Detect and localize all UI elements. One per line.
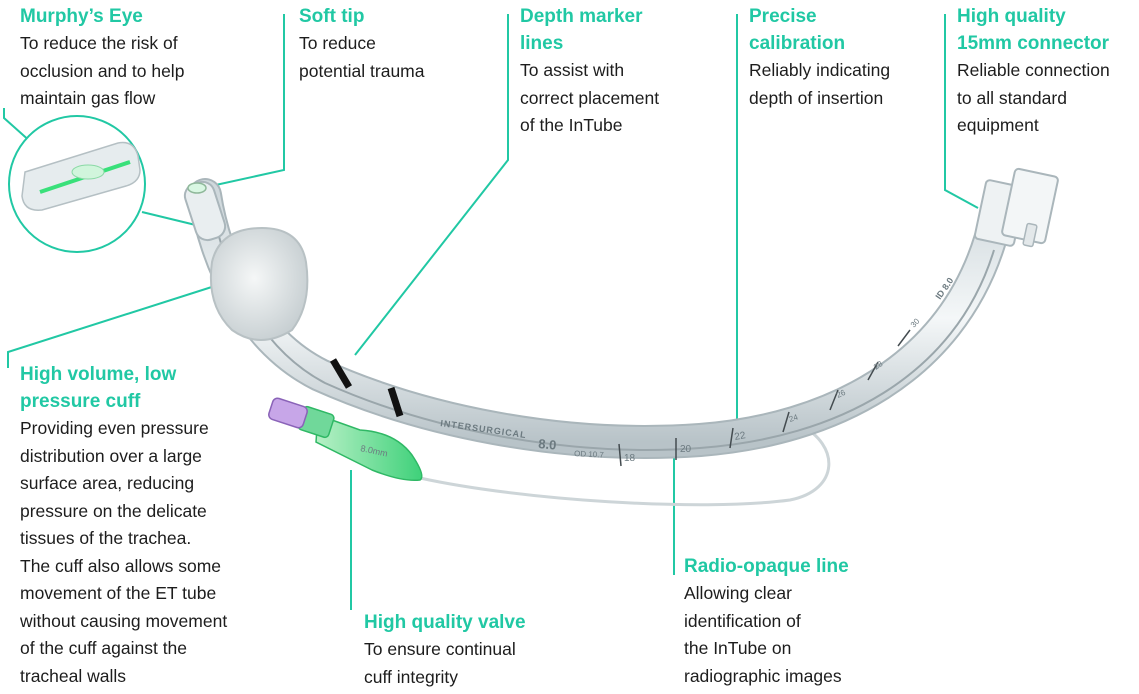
mark-24-text: 24 (788, 412, 800, 423)
depth-band-1 (329, 358, 353, 389)
mark-22-text: 22 (734, 430, 747, 443)
mark-18-text: 18 (624, 453, 636, 464)
callout-desc: Providing even pressure distribution ove… (20, 418, 228, 686)
tube-od-text: OD 10.7 (574, 449, 605, 460)
depth-band-2 (387, 386, 404, 418)
callout-title: Murphy’s Eye (20, 6, 143, 27)
callout-desc: To assist with correct placement of the … (520, 60, 660, 135)
leader-soft-tip (201, 14, 285, 189)
callout-title: Precise calibration (749, 6, 846, 54)
callout-calibration: Precise calibration Reliably indicating … (749, 3, 890, 112)
callout-title: Radio-opaque line (684, 556, 849, 577)
leader-connector (944, 14, 979, 209)
leader-cuff (7, 284, 219, 368)
mark-30-text: 30 (909, 316, 922, 329)
mark-26-text: 26 (835, 388, 847, 400)
tube-size-text: 8.0 (538, 436, 557, 453)
callout-soft-tip: Soft tip To reduce potential trauma (299, 3, 425, 85)
magnified-eye-hole (71, 164, 105, 180)
callout-desc: Reliable connection to all standard equi… (957, 60, 1110, 135)
callout-title: High quality valve (364, 612, 526, 633)
leader-depth-marker (354, 14, 509, 356)
callout-depth-marker: Depth marker lines To assist with correc… (520, 3, 659, 140)
callout-connector: High quality 15mm connector Reliable con… (957, 3, 1110, 140)
tube-body (190, 180, 1005, 457)
pilot-tube (419, 423, 831, 507)
callout-desc: To reduce the risk of occlusion and to h… (20, 33, 185, 108)
callout-desc: To reduce potential trauma (299, 33, 425, 81)
callout-valve: High quality valve To ensure continual c… (364, 609, 526, 691)
callout-title: Soft tip (299, 6, 365, 27)
callout-desc: To ensure continual cuff integrity (364, 639, 516, 687)
murphys-eye-magnifier (8, 115, 146, 253)
callout-title: High quality 15mm connector (957, 6, 1110, 54)
soft-tip-shape (183, 180, 227, 242)
cuff-balloon (209, 226, 309, 341)
callout-desc: Reliably indicating depth of insertion (749, 60, 891, 108)
callout-radio-opaque: Radio-opaque line Allowing clear identif… (684, 553, 849, 690)
valve-shape (268, 397, 423, 482)
callout-cuff: High volume, low pressure cuff Providing… (20, 361, 227, 690)
calibration-ticks (618, 329, 911, 467)
callout-murphys-eye: Murphy’s Eye To reduce the risk of occlu… (20, 3, 184, 113)
callout-title: High volume, low pressure cuff (20, 364, 177, 412)
mark-20-text: 20 (680, 444, 692, 455)
connector-shape (973, 167, 1059, 248)
callout-title: Depth marker lines (520, 6, 643, 54)
callout-desc: Allowing clear identification of the InT… (684, 583, 842, 686)
leader-lines (3, 14, 979, 610)
